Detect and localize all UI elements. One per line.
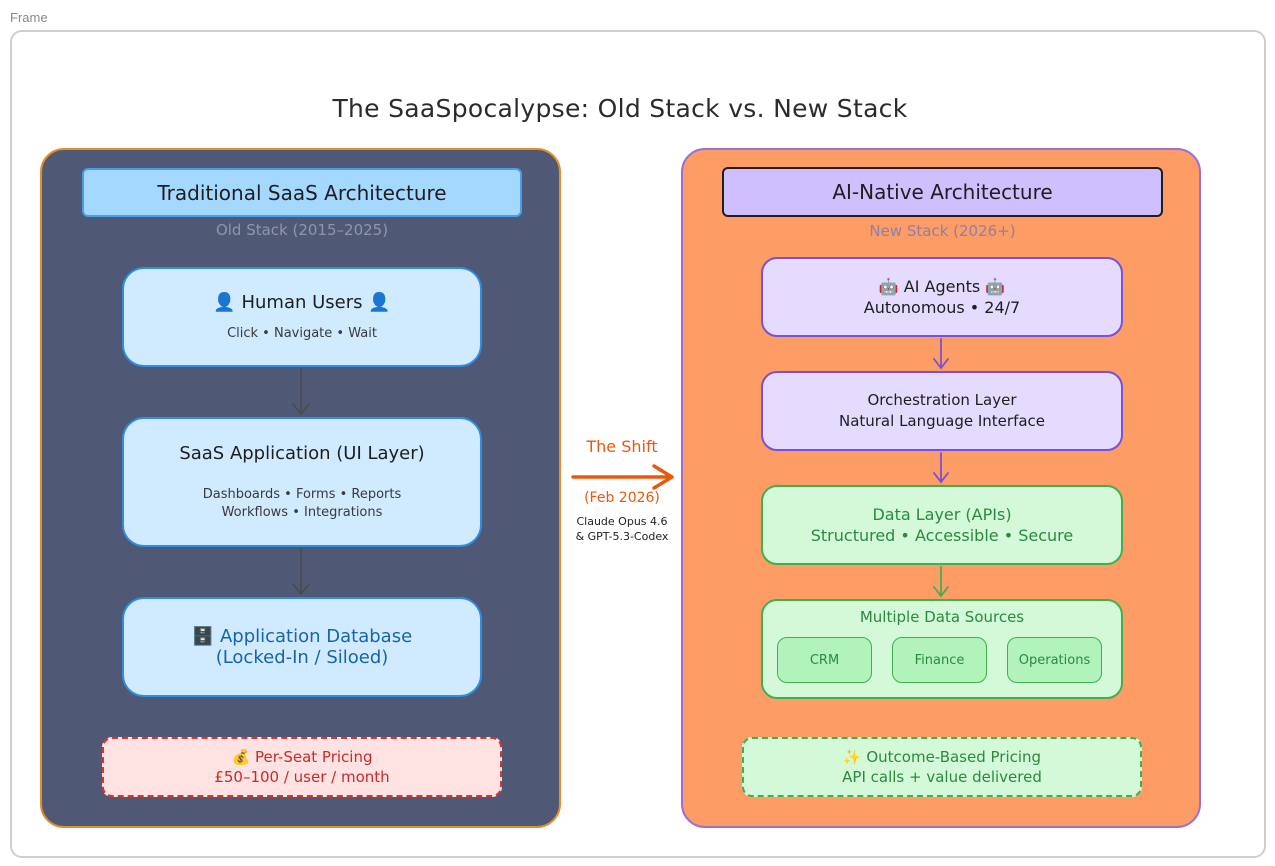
data-layer-node: Data Layer (APIs) Structured • Accessibl…: [761, 485, 1123, 565]
per-seat-pricing-box: 💰 Per-Seat Pricing £50–100 / user / mont…: [102, 737, 502, 797]
old-stack-arrows: [292, 368, 310, 596]
frame-label: Frame: [10, 10, 48, 25]
arrow-agents-to-orchestration: [933, 338, 949, 370]
human-users-detail: Click • Navigate • Wait: [227, 325, 377, 341]
source-operations: Operations: [1007, 637, 1102, 683]
source-finance: Finance: [892, 637, 987, 683]
shift-arrow: [571, 464, 674, 490]
arrow-users-to-app: [292, 368, 310, 416]
ai-agents-node: 🤖 AI Agents 🤖 Autonomous • 24/7: [761, 257, 1123, 337]
orchestration-layer-line-1: Orchestration Layer: [867, 391, 1017, 409]
diagram-title: The SaaSpocalypse: Old Stack vs. New Sta…: [332, 94, 908, 123]
data-sources-title: Multiple Data Sources: [859, 608, 1025, 626]
frame: [10, 30, 1266, 858]
arrow-app-to-database: [292, 548, 310, 596]
shift-arrow-head: [652, 464, 674, 490]
saas-application-title: SaaS Application (UI Layer): [179, 442, 425, 464]
shift-date: (Feb 2026): [584, 490, 660, 506]
per-seat-pricing-line-1: 💰 Per-Seat Pricing: [231, 748, 373, 766]
source-crm: CRM: [777, 637, 872, 683]
new-stack-subtitle: New Stack (2026+): [869, 222, 1016, 240]
ai-agents-line-2: Autonomous • 24/7: [863, 298, 1021, 317]
application-database-line-2: (Locked-In / Siloed): [215, 647, 389, 668]
saas-application-detail-1: Dashboards • Forms • Reports: [202, 486, 402, 502]
arrow-data-to-sources: [933, 566, 949, 598]
new-stack-green-arrows: [933, 566, 949, 598]
application-database-line-1: 🗄️ Application Database: [191, 626, 413, 647]
orchestration-layer-node: Orchestration Layer Natural Language Int…: [761, 371, 1123, 451]
orchestration-layer-line-2: Natural Language Interface: [838, 412, 1046, 430]
ai-agents-line-1: 🤖 AI Agents 🤖: [878, 277, 1006, 296]
data-layer-line-1: Data Layer (APIs): [872, 505, 1012, 524]
arrow-orchestration-to-data: [933, 452, 949, 484]
human-users-title: 👤 Human Users 👤: [213, 291, 391, 313]
shift-note-line-1: Claude Opus 4.6: [576, 515, 668, 528]
saas-application-node: SaaS Application (UI Layer) Dashboards •…: [122, 417, 482, 547]
old-stack-header: Traditional SaaS Architecture: [82, 168, 522, 217]
saas-application-detail-2: Workflows • Integrations: [221, 504, 383, 520]
outcome-pricing-line-2: API calls + value delivered: [842, 768, 1042, 786]
outcome-pricing-line-1: ✨ Outcome-Based Pricing: [842, 748, 1042, 766]
human-users-node: 👤 Human Users 👤 Click • Navigate • Wait: [122, 267, 482, 367]
shift-note-line-2: & GPT-5.3-Codex: [575, 530, 669, 543]
new-stack-header: AI-Native Architecture: [722, 167, 1163, 217]
shift-note: Claude Opus 4.6 & GPT-5.3-Codex: [557, 514, 687, 544]
outcome-pricing-box: ✨ Outcome-Based Pricing API calls + valu…: [742, 737, 1142, 797]
data-layer-line-2: Structured • Accessible • Secure: [810, 526, 1074, 545]
application-database-node: 🗄️ Application Database (Locked-In / Sil…: [122, 597, 482, 697]
new-stack-purple-arrows: [933, 338, 949, 484]
shift-label: The Shift: [586, 437, 658, 456]
per-seat-pricing-line-2: £50–100 / user / month: [214, 768, 390, 786]
old-stack-subtitle: Old Stack (2015–2025): [215, 221, 389, 239]
